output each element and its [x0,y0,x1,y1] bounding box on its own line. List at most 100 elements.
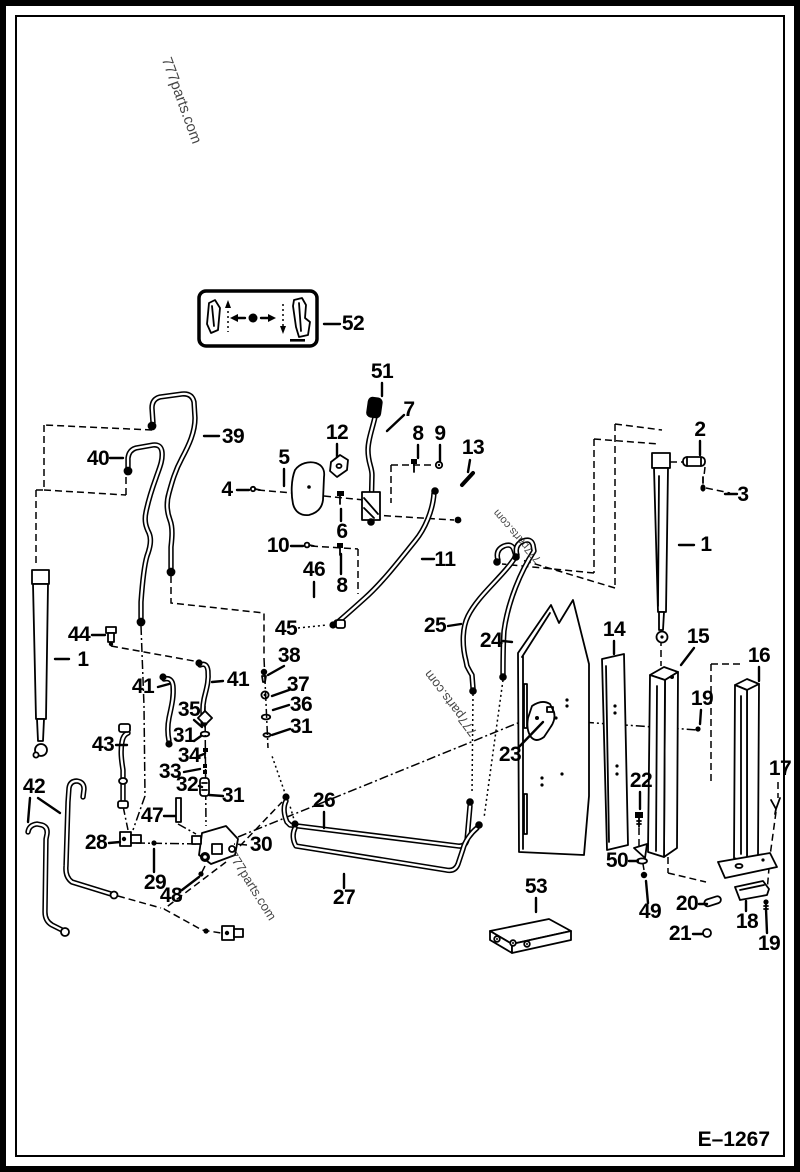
tube-42-left [25,821,70,937]
part-label-45: 45 [274,617,298,640]
part-label-48: 48 [159,884,183,907]
part-label-26: 26 [312,789,336,812]
part-label-31-a: 31 [289,715,313,738]
pin-20 [703,895,722,908]
part-label-42: 42 [22,775,46,798]
parts-diagram-art [25,289,781,954]
part-label-18: 18 [735,910,759,933]
part-label-52: 52 [341,312,365,335]
column-16 [717,678,778,879]
pin-33 [203,764,207,774]
cam-plate-5 [290,461,326,517]
fitting-35 [197,710,213,728]
fitting-45 [329,619,346,629]
part-label-1-left: 1 [77,648,89,671]
tube-11 [336,490,437,624]
part-label-33: 33 [158,760,182,783]
part-label-37: 37 [286,673,310,696]
shim-plate-14 [601,653,629,851]
part-label-31-b: 31 [172,724,196,747]
screw-4 [249,485,261,493]
part-label-23: 23 [498,743,522,766]
tube-41-right [197,661,211,723]
pivot-pin-2 [682,456,706,467]
part-label-21: 21 [668,922,692,945]
decal-52 [197,289,319,348]
tube-41-left [161,675,176,744]
part-3 [700,476,706,492]
part-label-5: 5 [278,446,290,469]
fitting-44 [105,626,117,647]
washer-31-mid [199,730,211,738]
part-label-8-lower: 8 [336,574,348,597]
part-label-15: 15 [686,625,710,648]
part-label-34: 34 [177,744,201,767]
part-label-44: 44 [67,623,91,646]
knob-51 [366,396,383,419]
washer-36 [260,713,272,721]
decal-lever-right-icon [292,297,311,338]
part-label-46: 46 [302,558,326,581]
tube-27 [290,825,480,874]
elbow-28-bottom [221,925,244,941]
tube-42-right [63,778,119,900]
nut-49 [640,871,648,879]
clip-17 [770,797,781,815]
part-label-8-upper: 8 [412,422,424,445]
part-label-38: 38 [277,644,301,667]
bracket-18 [734,880,770,901]
part-label-13: 13 [461,436,485,459]
part-label-50: 50 [605,849,629,872]
part-label-9: 9 [434,422,446,445]
part-label-1-right: 1 [700,533,712,556]
bolt-8-lower [337,543,343,556]
part-label-51: 51 [370,360,394,383]
bead-19-top [695,726,701,732]
bolt-22 [635,812,643,828]
mounting-plate [517,599,590,856]
part-label-12: 12 [325,421,349,444]
part-label-10: 10 [266,534,290,557]
tube-43 [117,723,131,809]
valve-assembly-30 [191,825,239,865]
part-label-36: 36 [289,693,313,716]
ring-21 [702,928,712,938]
part-label-11: 11 [434,548,456,571]
bead-29-left [151,840,157,846]
part-label-47: 47 [140,804,164,827]
cover-box-53 [489,918,572,954]
decal-small-print [290,339,305,342]
column-15 [633,666,679,859]
part-label-40: 40 [86,447,110,470]
washer-31-right [262,732,272,738]
control-lever [361,396,383,526]
tube-39 [149,391,198,571]
part-label-24: 24 [479,629,503,652]
hydraulic-cylinder-left [31,569,50,759]
bolt-6 [337,491,344,505]
part-label-2: 2 [694,418,706,441]
elbow-28-left [119,831,142,847]
nut-9 [434,460,444,470]
part-label-3: 3 [737,483,749,506]
screw-10 [303,541,315,549]
spacer-12 [329,454,349,478]
part-label-7: 7 [403,398,415,421]
part-label-49: 49 [638,900,662,923]
tube-25 [460,542,519,691]
bolt-8-upper [411,459,417,473]
leader-lines [26,322,769,936]
part-label-41-left: 41 [131,675,155,698]
part-label-27: 27 [332,886,356,909]
part-label-29-a: 29 [143,871,167,894]
part-label-20: 20 [675,892,699,915]
fitting-38 [260,668,268,683]
bead-29-bottom [203,928,209,934]
part-label-41-right: 41 [226,668,250,691]
part-label-22: 22 [629,769,653,792]
part-label-14: 14 [602,618,626,641]
part-label-19-top: 19 [690,687,714,710]
part-label-31-c: 31 [221,784,245,807]
bead-48 [198,871,204,877]
part-label-16: 16 [747,644,771,667]
